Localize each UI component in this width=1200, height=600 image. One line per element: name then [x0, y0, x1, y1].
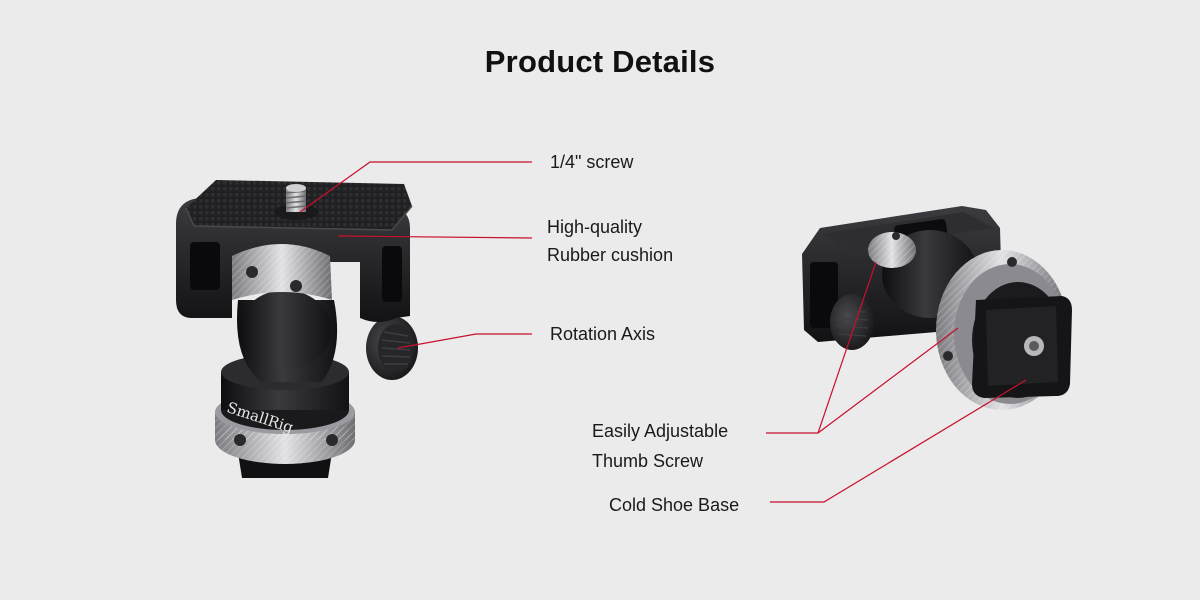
- callout-cold-shoe-base: Cold Shoe Base: [609, 495, 740, 515]
- callout-thumb-line1: Easily Adjustable: [592, 421, 729, 441]
- right-monitor-mount: [802, 206, 1072, 410]
- callout-cushion-line1: High-quality: [547, 217, 643, 237]
- leader-line-coldshoe: [770, 379, 1027, 503]
- leader-line-cushion: [337, 235, 533, 239]
- page-title: Product Details: [484, 44, 716, 79]
- left-monitor-mount: SmallRig: [176, 180, 418, 478]
- leader-lines: [299, 161, 1027, 503]
- callout-cushion-line2: Rubber cushion: [547, 245, 674, 265]
- callout-rotation-axis: Rotation Axis: [550, 324, 656, 344]
- leader-line-screw: [299, 161, 532, 213]
- leader-line-rotation: [397, 333, 532, 349]
- callout-screw: 1/4" screw: [550, 152, 634, 172]
- callout-thumb-line2: Thumb Screw: [592, 451, 704, 471]
- leader-line-thumb-b: [817, 327, 959, 434]
